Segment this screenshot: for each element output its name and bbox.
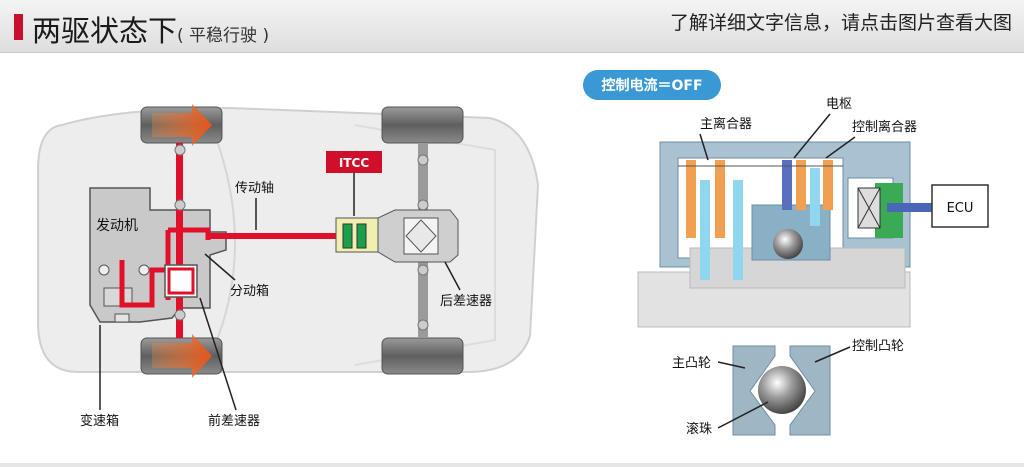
current-badge-text: 控制电流＝OFF	[601, 77, 702, 94]
main-clutch-leader	[699, 133, 709, 161]
ecu-box: ECU	[931, 184, 989, 228]
coupling-ball	[773, 229, 803, 259]
itcc-label: ITCC	[339, 156, 369, 170]
view-larger-link[interactable]: 了解详细文字信息，请点击图片查看大图	[669, 12, 1012, 34]
ecu-label: ECU	[947, 201, 974, 216]
rear-diff-leader	[444, 261, 461, 291]
cam-detail	[732, 345, 831, 436]
page-subtitle: ( 平稳行驶 )	[177, 26, 270, 46]
itcc-unit	[335, 217, 379, 253]
main-cam-leader	[717, 361, 746, 369]
rear-differential	[377, 209, 459, 263]
ball-leader	[717, 401, 769, 429]
control-cam-label: 控制凸轮	[852, 339, 904, 354]
control-cam-leader	[814, 346, 851, 363]
drive-shaft	[210, 233, 338, 239]
page-title: 两驱状态下( 平稳行驶 )	[32, 8, 269, 50]
clutch-plates	[678, 160, 843, 280]
gearbox-label: 变速箱	[80, 413, 119, 429]
control-clutch-leader	[825, 136, 856, 159]
rear-left-tire	[381, 106, 464, 144]
title-text: 两驱状态下	[32, 14, 178, 48]
transfer-case-leader	[204, 253, 236, 281]
main-clutch-label: 主离合器	[700, 116, 752, 132]
driveshaft-label: 传动轴	[235, 181, 274, 196]
armature-label: 电枢	[826, 97, 852, 112]
header-bar: 两驱状态下( 平稳行驶 ) 了解详细文字信息，请点击图片查看大图	[0, 0, 1024, 53]
itcc-badge: ITCC	[326, 151, 382, 216]
rear-diff-label: 后差速器	[440, 294, 492, 309]
engine-label: 发动机	[96, 218, 138, 234]
front-left-drive-arrow	[152, 104, 212, 146]
header-accent-bar	[14, 14, 23, 40]
armature-leader	[793, 113, 831, 159]
current-badge: 控制电流＝OFF	[583, 70, 721, 100]
control-clutch-label: 控制离合器	[852, 119, 917, 135]
ball-label: 滚珠	[686, 421, 712, 437]
rear-right-tire	[381, 337, 464, 375]
front-diff-leader	[199, 297, 237, 411]
front-drive-path	[119, 143, 211, 338]
footer-strip	[0, 463, 1024, 467]
front-right-drive-arrow	[152, 334, 212, 378]
transfer-case-label: 分动箱	[230, 283, 269, 299]
front-diff-label: 前差速器	[208, 413, 260, 429]
main-cam-label: 主凸轮	[672, 356, 711, 371]
